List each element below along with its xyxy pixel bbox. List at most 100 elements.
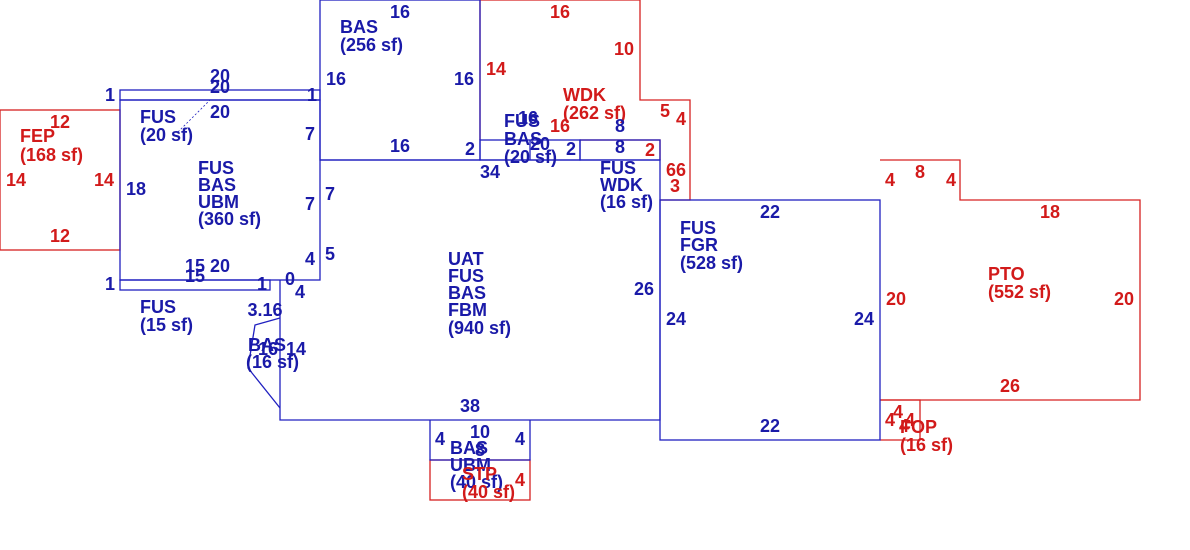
fus-bas-small-sf: (20 sf) <box>504 147 557 167</box>
fus-top-sf: (20 sf) <box>140 125 193 145</box>
dim-fus-bas-16: 16 <box>518 108 538 128</box>
wdk-sf: (262 sf) <box>563 103 626 123</box>
dim-bay-mid: 16 <box>258 339 278 359</box>
fus-bottom-outline <box>119 279 271 291</box>
dim-pto-notch-left: 4 <box>885 170 895 190</box>
main-code-3: BAS <box>448 283 486 303</box>
dim-main-left-lower: 5 <box>325 244 335 264</box>
dim-bas-top-left: 16 <box>326 69 346 89</box>
dim-fop-bottom: 4 <box>899 416 909 436</box>
bottom-ubm-outline <box>429 420 531 461</box>
dim-ubm-right-lower: 4 <box>305 249 315 269</box>
dim-zero: 0 <box>285 269 295 289</box>
dim-bas-top-right: 16 <box>454 69 474 89</box>
bottom-ubm-code-1: BAS <box>450 438 488 458</box>
dim-pto-top: 18 <box>1040 202 1060 222</box>
stp-code: STP <box>462 464 497 484</box>
dim-garage-top: 22 <box>760 202 780 222</box>
dim-fep-right: 14 <box>94 170 114 190</box>
dim-wdk-right-upper: 10 <box>614 39 634 59</box>
dim-fus-bottom-left: 1 <box>105 274 115 294</box>
fus-wdk-small-outline <box>579 139 661 161</box>
dim-main-left: 7 <box>325 184 335 204</box>
main-code-1: UAT <box>448 249 484 269</box>
fop-outline <box>880 399 921 441</box>
dim-fus-bas-20: 20 <box>530 134 550 154</box>
fus-bottom-code: FUS <box>140 297 176 317</box>
bas-top-sf: (256 sf) <box>340 35 403 55</box>
dim-bas-top-top: 16 <box>390 2 410 22</box>
dim-pto-right: 20 <box>1114 289 1134 309</box>
dim-pto-left: 20 <box>886 289 906 309</box>
dim-ubm-right-upper: 7 <box>305 124 315 144</box>
dim-wdk-top: 16 <box>550 2 570 22</box>
dim-fep-left: 14 <box>6 170 26 190</box>
dim-wdk-step: 5 <box>660 101 670 121</box>
red-outlines <box>0 0 1141 501</box>
ubm-code-2: BAS <box>198 175 236 195</box>
dim-bay-top: 3.16 <box>247 300 282 320</box>
fus-top-diagonal <box>177 99 211 133</box>
dim-wdk-66: 66 <box>666 160 686 180</box>
fus-bas-small-code-1: FUS <box>504 111 540 131</box>
bottom-ubm-sf: (40 sf) <box>450 472 503 492</box>
pto-outline <box>880 159 1141 401</box>
dim-garage-right: 24 <box>854 309 874 329</box>
ubm-code-1: FUS <box>198 158 234 178</box>
area-labels: FEP (168 sf) FUS (20 sf) FUS BAS UBM (36… <box>20 17 1051 502</box>
fus-wdk-small-code-1: FUS <box>600 158 636 178</box>
dim-fep-bottom: 12 <box>50 226 70 246</box>
dim-main-bottom: 38 <box>460 396 480 416</box>
dim-bas-top-bottom: 16 <box>390 136 410 156</box>
fus-bas-small-code-2: BAS <box>504 129 542 149</box>
stp-sf: (40 sf) <box>462 482 515 502</box>
dim-fop-right: 4 <box>905 410 915 430</box>
dim-step: 4 <box>295 282 305 302</box>
main-sf: (940 sf) <box>448 318 511 338</box>
fop-sf: (16 sf) <box>900 435 953 455</box>
dim-fus-top-left: 1 <box>105 85 115 105</box>
dim-fus-top-3: 20 <box>210 102 230 122</box>
dim-ubm-bottom-2: 20 <box>210 256 230 276</box>
garage-sf: (528 sf) <box>680 253 743 273</box>
garage-code-2: FGR <box>680 235 718 255</box>
dim-wdk-bottom: 16 <box>550 116 570 136</box>
dim-garage-left: 24 <box>666 309 686 329</box>
dim-bottom-left: 4 <box>435 429 445 449</box>
dim-fus-top-1: 20 <box>210 66 230 86</box>
dim-fus-bottom-top: 15 <box>185 266 205 286</box>
dim-fus-top-2: 20 <box>210 77 230 97</box>
fus-top-code: FUS <box>140 107 176 127</box>
dim-wdk-3: 3 <box>670 176 680 196</box>
dim-fop-top: 4 <box>893 402 903 422</box>
dim-fus-bas-left: 2 <box>465 139 475 159</box>
dim-garage-bottom: 22 <box>760 416 780 436</box>
wdk-code: WDK <box>563 85 606 105</box>
dim-fus-bas-right: 2 <box>566 139 576 159</box>
ubm-code-3: UBM <box>198 192 239 212</box>
dim-bottom-top: 10 <box>470 422 490 442</box>
dim-wdk-right: 4 <box>676 109 686 129</box>
fep-sf: (168 sf) <box>20 145 83 165</box>
ubm-sf: (360 sf) <box>198 209 261 229</box>
fus-wdk-small-code-2: WDK <box>600 175 643 195</box>
main-code-4: FBM <box>448 300 487 320</box>
bas-bay-code: BAS <box>248 335 286 355</box>
blue-outlines <box>119 0 881 461</box>
pto-sf: (552 sf) <box>988 282 1051 302</box>
dim-wdk-small-right: 2 <box>645 140 655 160</box>
dim-fus-top-right: 1 <box>307 85 317 105</box>
dim-pto-notch-top: 8 <box>915 162 925 182</box>
fep-code: FEP <box>20 126 55 146</box>
dim-fus-bottom-right: 1 <box>257 274 267 294</box>
garage-outline <box>659 199 881 441</box>
garage-code-1: FUS <box>680 218 716 238</box>
dim-wdk-small-bottom: 8 <box>615 137 625 157</box>
bas-top-code: BAS <box>340 17 378 37</box>
dim-fop-left: 4 <box>885 410 895 430</box>
dim-main-right: 26 <box>634 279 654 299</box>
dim-main-top: 34 <box>480 162 500 182</box>
bas-bay-outline <box>247 317 281 409</box>
dimension-labels: 12 14 14 12 20 20 20 1 1 18 7 7 4 5 15 2… <box>6 2 1134 490</box>
